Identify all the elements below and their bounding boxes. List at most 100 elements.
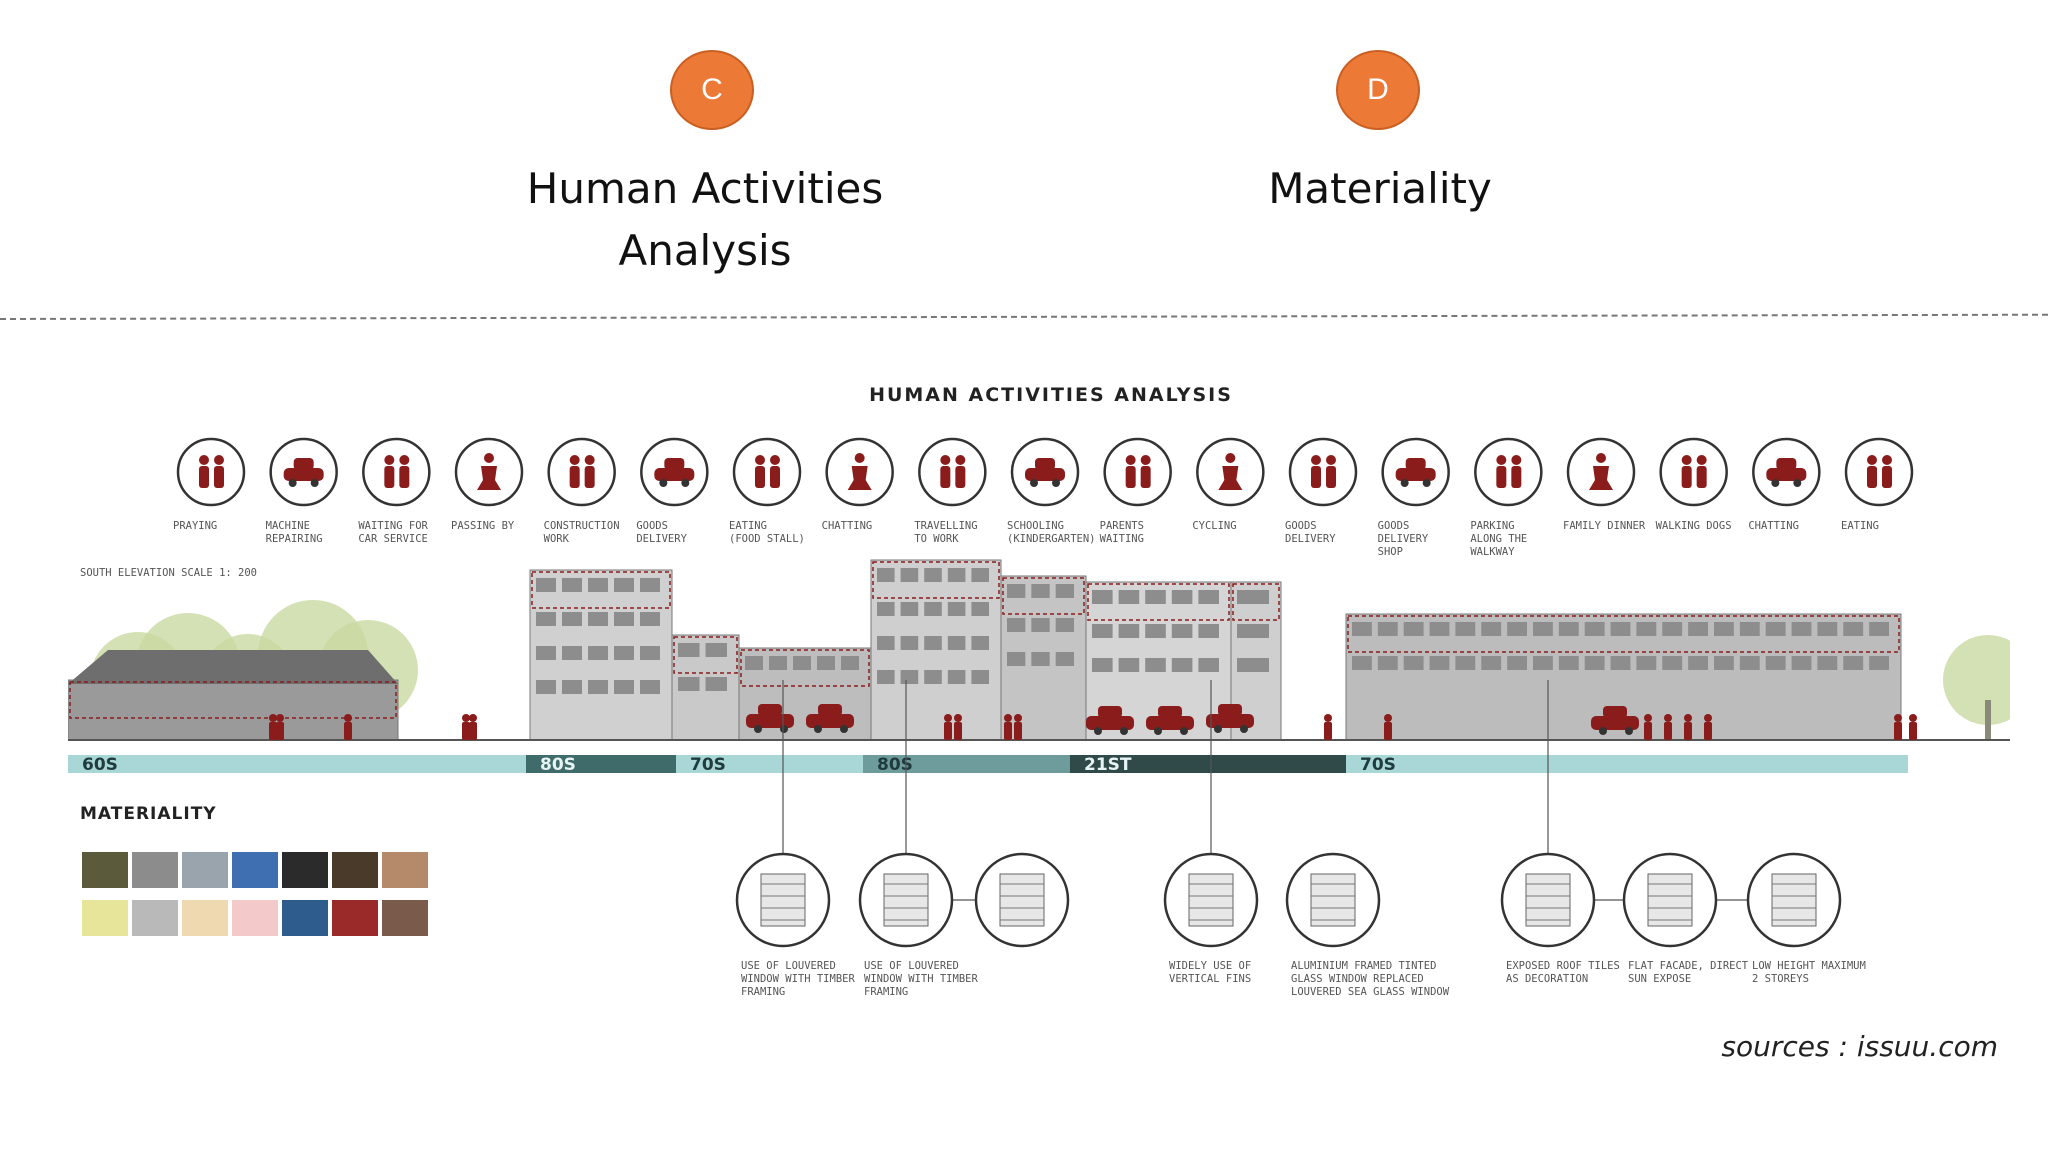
window-icon bbox=[1118, 658, 1140, 672]
activity-label: CHATTING bbox=[1748, 520, 1799, 532]
wheel-icon bbox=[814, 725, 822, 733]
car-icon bbox=[1776, 458, 1797, 470]
window-icon bbox=[1584, 656, 1605, 670]
person-icon bbox=[1704, 722, 1712, 740]
person-icon bbox=[1684, 714, 1692, 722]
window-icon bbox=[1817, 656, 1838, 670]
person-icon bbox=[1014, 722, 1022, 740]
material-swatch bbox=[232, 852, 278, 888]
highlight-frame bbox=[1232, 583, 1280, 621]
car-icon bbox=[758, 704, 782, 716]
person-icon bbox=[1384, 722, 1392, 740]
person-icon bbox=[1326, 466, 1336, 488]
person-icon bbox=[955, 466, 966, 488]
era-segment bbox=[68, 755, 526, 773]
window-icon bbox=[1198, 624, 1219, 638]
window-icon bbox=[924, 636, 942, 650]
person-icon bbox=[770, 455, 780, 465]
window-icon bbox=[1455, 622, 1476, 636]
activity-label: PARKING ALONG THE WALKWAY bbox=[1470, 520, 1528, 558]
window-icon bbox=[1377, 656, 1398, 670]
person-icon bbox=[1894, 714, 1902, 722]
window-icon bbox=[1481, 656, 1502, 670]
person-icon bbox=[940, 466, 951, 488]
window-icon bbox=[1145, 624, 1166, 638]
era-segment bbox=[676, 755, 863, 773]
era-label: 70S bbox=[690, 755, 726, 775]
activity-circle bbox=[1103, 437, 1172, 507]
window-icon bbox=[640, 612, 660, 626]
person-icon bbox=[1218, 466, 1243, 490]
window-detail-icon bbox=[1310, 873, 1356, 927]
material-swatch bbox=[82, 900, 128, 936]
window-icon bbox=[562, 612, 582, 626]
person-icon bbox=[1004, 714, 1012, 722]
window-icon bbox=[1007, 652, 1026, 666]
person-icon bbox=[344, 714, 352, 722]
window-icon bbox=[705, 677, 727, 691]
window-icon bbox=[1237, 590, 1269, 604]
person-icon bbox=[1225, 453, 1236, 463]
window-icon bbox=[1558, 622, 1579, 636]
window-detail-icon bbox=[999, 873, 1045, 927]
activity-circle bbox=[362, 437, 431, 507]
highlight-frame bbox=[673, 636, 738, 674]
activity-icon bbox=[1659, 437, 1728, 507]
window-icon bbox=[1403, 656, 1424, 670]
window-icon bbox=[817, 656, 835, 670]
activity-icon bbox=[825, 437, 894, 507]
person-icon bbox=[1644, 714, 1652, 722]
window-icon bbox=[1377, 622, 1398, 636]
activity-label: WALKING DOGS bbox=[1655, 520, 1732, 532]
material-swatch bbox=[232, 900, 278, 936]
activity-label: WAITING FOR CAR SERVICE bbox=[358, 520, 428, 545]
window-icon bbox=[1171, 658, 1193, 672]
person-icon bbox=[276, 722, 284, 740]
activity-label: MACHINE REPAIRING bbox=[265, 520, 323, 545]
window-icon bbox=[1636, 622, 1657, 636]
window-icon bbox=[1507, 622, 1527, 636]
window-icon bbox=[1092, 590, 1113, 604]
person-icon bbox=[954, 722, 962, 740]
person-icon bbox=[1324, 722, 1332, 740]
window-icon bbox=[1688, 622, 1708, 636]
window-icon bbox=[614, 646, 634, 660]
person-icon bbox=[1684, 722, 1692, 740]
activity-label: PASSING BY bbox=[451, 520, 515, 532]
wheel-icon bbox=[1180, 727, 1188, 735]
window-icon bbox=[640, 578, 660, 592]
person-icon bbox=[1496, 455, 1507, 465]
window-icon bbox=[1092, 624, 1113, 638]
car-icon bbox=[654, 468, 695, 481]
person-icon bbox=[384, 455, 395, 465]
person-icon bbox=[1909, 722, 1917, 740]
person-icon bbox=[477, 466, 501, 490]
window-icon bbox=[1533, 656, 1553, 670]
window-icon bbox=[588, 680, 608, 694]
car-icon bbox=[293, 458, 314, 470]
activity-label: GOODS DELIVERY SHOP bbox=[1377, 520, 1429, 558]
person-icon bbox=[1326, 455, 1336, 465]
window-icon bbox=[1429, 622, 1450, 636]
window-icon bbox=[1610, 656, 1631, 670]
car-icon bbox=[1025, 468, 1065, 481]
window-icon bbox=[793, 656, 811, 670]
window-icon bbox=[1662, 622, 1683, 636]
person-icon bbox=[214, 466, 224, 488]
window-icon bbox=[1403, 622, 1424, 636]
wheel-icon bbox=[1030, 479, 1038, 487]
window-icon bbox=[877, 636, 895, 650]
person-icon bbox=[399, 455, 410, 465]
person-icon bbox=[755, 466, 765, 488]
window-icon bbox=[1869, 622, 1889, 636]
window-icon bbox=[1352, 622, 1372, 636]
window-icon bbox=[877, 602, 895, 616]
window-icon bbox=[1145, 590, 1166, 604]
person-icon bbox=[1664, 722, 1672, 740]
window-icon bbox=[1145, 658, 1166, 672]
person-icon bbox=[469, 714, 477, 722]
window-icon bbox=[1610, 622, 1631, 636]
person-icon bbox=[1882, 466, 1892, 488]
